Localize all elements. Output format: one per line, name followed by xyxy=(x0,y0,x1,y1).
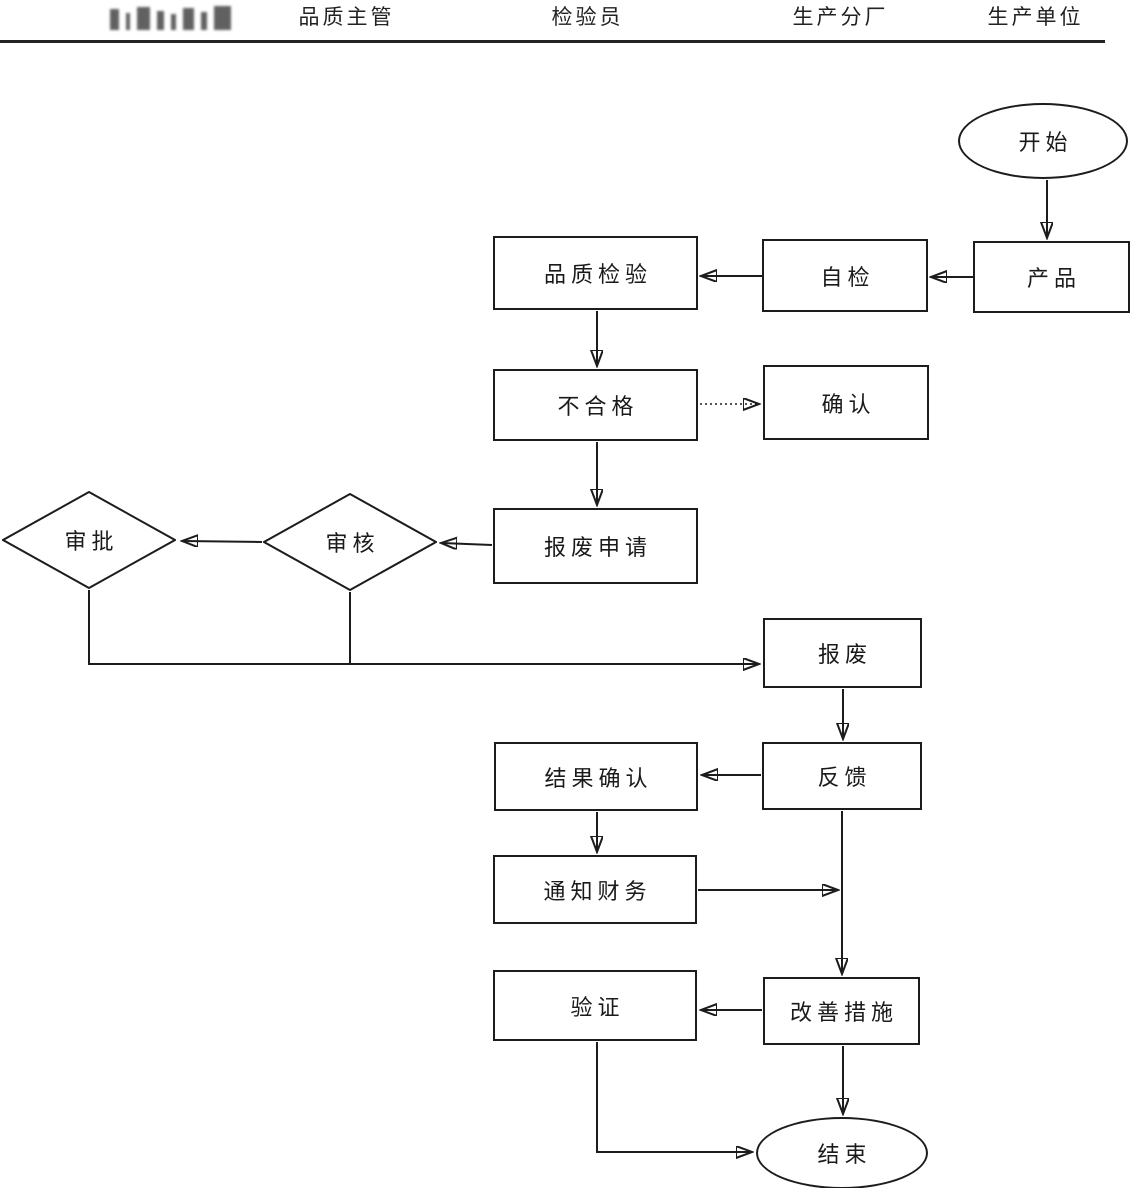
lane-header-production-branch: 生产分厂 xyxy=(792,5,889,29)
node-product-label: 产品 xyxy=(1026,266,1081,291)
node-improvement-measures-label: 改善措施 xyxy=(789,1000,898,1025)
edge-approval-to-scrap xyxy=(88,590,758,664)
node-improvement-measures: 改善措施 xyxy=(763,977,920,1045)
glyph-fragment xyxy=(214,6,231,30)
node-feedback-label: 反馈 xyxy=(817,765,872,790)
node-confirm-label: 确认 xyxy=(821,391,876,417)
edge-verification-to-end xyxy=(596,1042,751,1152)
glyph-fragment xyxy=(171,14,176,30)
glyph-fragment xyxy=(183,8,194,30)
node-start-label: 开始 xyxy=(1018,130,1073,155)
glyph-fragment xyxy=(110,9,119,30)
header-divider-line xyxy=(0,40,1105,43)
edge-review-to-approval xyxy=(183,541,263,542)
node-scrap-application: 报废申请 xyxy=(493,508,698,584)
glyph-fragment xyxy=(157,11,164,30)
node-product: 产品 xyxy=(973,241,1130,313)
diamond-shape xyxy=(2,491,176,589)
node-nonconforming: 不合格 xyxy=(493,369,698,441)
glyph-fragment xyxy=(137,7,150,30)
node-notify-finance: 通知财务 xyxy=(493,855,697,924)
node-notify-finance-label: 通知财务 xyxy=(543,878,652,904)
node-quality-inspection: 品质检验 xyxy=(493,236,698,310)
node-nonconforming-label: 不合格 xyxy=(557,394,639,419)
node-scrap-application-label: 报废申请 xyxy=(543,535,652,560)
node-start: 开始 xyxy=(958,103,1128,179)
node-scrap-label: 报废 xyxy=(817,642,872,667)
node-verification: 验证 xyxy=(493,970,697,1041)
node-result-confirmation: 结果确认 xyxy=(494,742,698,811)
diamond-shape xyxy=(263,493,437,591)
glyph-fragment xyxy=(201,12,207,30)
edge-scrap-application-to-review xyxy=(442,543,493,545)
node-end: 结束 xyxy=(756,1117,928,1188)
glyph-fragment xyxy=(126,13,130,30)
node-quality-inspection-label: 品质检验 xyxy=(543,262,652,287)
node-approval-label: 审批 xyxy=(64,529,119,554)
lane-header-quality-supervisor: 品质主管 xyxy=(298,5,395,29)
node-approval-decision: 审批 xyxy=(2,491,176,589)
lane-header-production-unit: 生产单位 xyxy=(987,5,1084,29)
node-verification-label: 验证 xyxy=(570,994,625,1020)
node-confirm: 确认 xyxy=(763,365,929,440)
node-end-label: 结束 xyxy=(817,1142,872,1167)
cropped-title-fragment xyxy=(110,2,285,30)
lane-header-inspector: 检验员 xyxy=(551,5,624,29)
node-feedback: 反馈 xyxy=(762,742,922,810)
node-result-confirmation-label: 结果确认 xyxy=(544,765,653,791)
node-self-check-label: 自检 xyxy=(820,264,875,290)
node-self-check: 自检 xyxy=(762,239,928,312)
node-review-label: 审核 xyxy=(325,531,380,556)
node-review-decision: 审核 xyxy=(263,493,437,591)
node-scrap: 报废 xyxy=(763,618,922,688)
